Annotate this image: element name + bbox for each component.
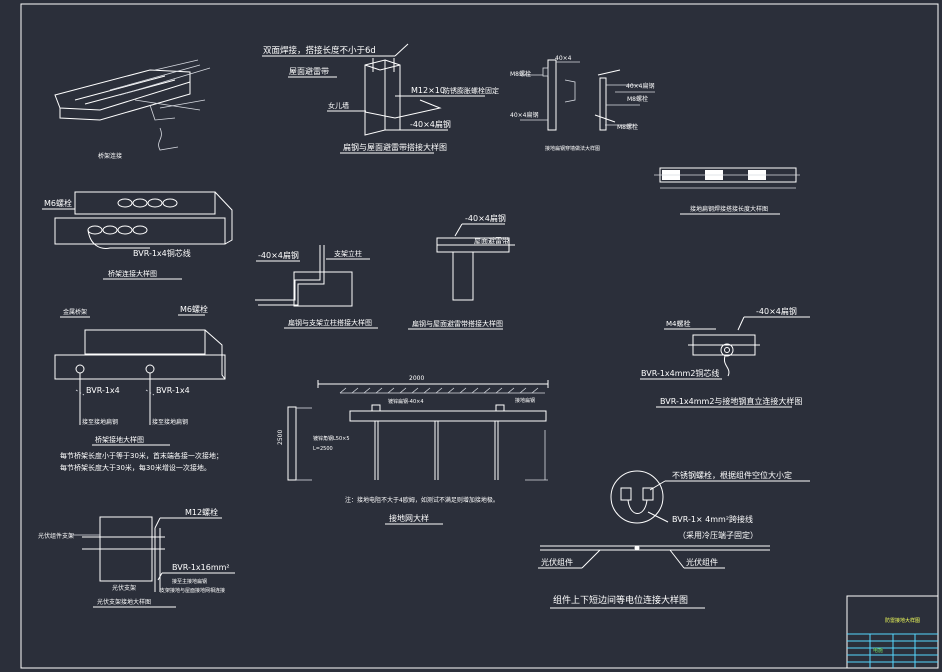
- femaleWall-label: 女儿墙: [328, 101, 349, 110]
- title-support-ground-label: 光伏支架接地大样图: [97, 598, 151, 606]
- detail-flat-support: -40×4扁钢 支架立柱 扁钢与支架立柱搭接大样图: [255, 245, 378, 329]
- title-flat-lightning-label: 扁钢与屋面避雷带搭接大样图: [343, 142, 447, 152]
- annotation-label: 光伏组件支架: [38, 532, 74, 540]
- title-flat-support-label: 扁钢与支架立柱搭接大样图: [288, 318, 372, 327]
- pv-module-r-label: 光伏组件: [686, 557, 718, 567]
- title-bridge-label: 桥架连接大样图: [108, 269, 157, 278]
- m12x10-label: M12×10: [411, 86, 445, 95]
- bvr-1x4-a-label: BVR-1x4铜芯线: [133, 248, 191, 258]
- stainless-bolt-label: 不锈钢螺栓，根据组件空位大小定: [672, 470, 792, 480]
- detail-equipotential: 不锈钢螺栓，根据组件空位大小定 BVR-1× 4mm²跨接线 （采用冷压端子固定…: [538, 470, 810, 609]
- annotation-label: 40×4扁钢: [626, 82, 654, 90]
- bvr-1x4-b-label: BVR-1x4: [86, 386, 120, 395]
- annotation-label: 镀锌扁钢-40×4: [388, 398, 424, 405]
- bvr-1x16-label: BVR-1x16mm²: [172, 563, 230, 572]
- bvr-1x4-c-label: BVR-1x4: [156, 386, 190, 395]
- flat-40x4-b-label: -40×4扁钢: [258, 250, 299, 260]
- annotation-label: L=2500: [313, 446, 333, 452]
- detail-bvr-grounding: M4螺栓 -40×4扁钢 BVR-1x4mm2铜芯线 BVR-1x4mm2与接地…: [640, 306, 810, 408]
- title-block-code-label: 电施: [873, 647, 883, 654]
- bolt-row-bottom: [87, 225, 148, 235]
- bolt-row-top: [117, 198, 178, 208]
- annotation-label: 接地扁钢: [515, 397, 535, 404]
- annotation-label: 支架接地与屋面接地网相连接: [160, 587, 225, 594]
- annotation-label: M8螺栓: [617, 123, 638, 131]
- support-frame-label: 光伏支架: [112, 584, 136, 592]
- title-block: 防雷接地大样图 电施: [846, 595, 939, 669]
- detail-bridge-connection: M6螺栓 BVR-1x4铜芯线 桥架连接大样图: [42, 191, 233, 280]
- detail-flat-roof: -40×4扁钢 屋面避雷带 扁钢与屋面避雷带搭接大样图: [408, 213, 515, 330]
- bvr-4mm-a-label: BVR-1x4mm2铜芯线: [641, 368, 719, 378]
- ground-note-label: 注：接地电阻不大于4欧姆，如测试不满足则增加接地极。: [345, 496, 499, 504]
- ground-width-label: 2000: [409, 375, 424, 382]
- metal-bridge-label: 金属桥架: [63, 308, 87, 316]
- detail-flat-lightning: 双面焊接，搭接长度不小于6d 屋面避雷带 M12×10 防锈膨胀螺栓固定 女儿墙…: [262, 43, 499, 154]
- annotation-label: 接至主接地扁钢: [172, 578, 207, 585]
- pv-module-l-label: 光伏组件: [541, 557, 573, 567]
- bvr-4mm-b-label: BVR-1× 4mm²跨接线: [672, 514, 753, 524]
- annotation-label: 桥架连接: [98, 152, 122, 160]
- annotation-label: M8螺栓: [627, 95, 648, 103]
- detail-through-wall: M8螺栓 40×4 40×4扁钢 M8螺栓 40×4扁钢 M8螺栓 接地扁钢穿墙…: [510, 55, 655, 152]
- m6-a-label: M6螺栓: [44, 198, 72, 208]
- bvr-4mm-title-label: BVR-1x4mm2与接地钢直立连接大样图: [660, 396, 802, 406]
- m6-b-label: M6螺栓: [180, 304, 208, 314]
- roof-lightning-label: 屋面避雷带: [474, 236, 509, 245]
- bridge-note-2-label: 每节桥架长度大于30米，每30米增设一次接地。: [60, 463, 211, 472]
- detail-bridge-ground: 金属桥架 M6螺栓 BVR-1x4 BVR-1x4 接至接地扁钢 接至接地扁钢 …: [54, 304, 226, 472]
- flat-40x4-d-label: -40×4扁钢: [756, 306, 797, 316]
- detail-ground-net: 2000 2500 镀锌扁钢-40×4 接地扁钢 镀锌角钢L50×5 L=250…: [277, 375, 549, 525]
- hot-galv-label: 屋面避雷带: [289, 66, 329, 76]
- bridge-note-1-label: 每节桥架长度小于等于30米，首末端各接一次接地；: [60, 451, 223, 460]
- title-bridge-ground-label: 桥架接地大样图: [95, 435, 144, 444]
- m12-b-label: M12螺栓: [185, 507, 218, 517]
- title-flat-roof-label: 扁钢与屋面避雷带搭接大样图: [412, 319, 503, 328]
- flat-detail-title-label: 接地扁钢穿墙做法大样图: [545, 145, 600, 152]
- top-note-label: 双面焊接，搭接长度不小于6d: [263, 45, 376, 56]
- support-col-label: 支架立柱: [334, 249, 362, 258]
- m4-bolt-label: M4螺栓: [666, 319, 691, 328]
- title-ground-net-label: 接地网大样: [389, 513, 429, 523]
- flat-40x4-c-label: -40×4扁钢: [465, 213, 506, 223]
- title-equipotential-label: 组件上下短边间等电位连接大样图: [553, 594, 688, 606]
- sheet-border: [20, 3, 939, 669]
- annotation-label: 40×4: [555, 55, 572, 62]
- annotation-label: 2500: [277, 430, 284, 445]
- crimp-note-label: （采用冷压端子固定）: [678, 530, 758, 540]
- detail-bridge-joint: 桥架连接: [54, 59, 211, 160]
- annotation-label: 镀锌角钢L50×5: [313, 435, 350, 442]
- ground-note-l-label: 接至接地扁钢: [82, 418, 118, 426]
- bolt-fix-label: 防锈膨胀螺栓固定: [443, 86, 499, 95]
- annotation-label: M8螺栓: [510, 70, 531, 78]
- annotation-label: 接地扁钢焊接搭接长度大样图: [690, 205, 768, 213]
- flat-40x4-a-label: -40×4扁钢: [410, 119, 451, 129]
- annotation-label: 40×4扁钢: [510, 111, 538, 119]
- title-block-name-label: 防雷接地大样图: [885, 617, 920, 624]
- detail-strip: 接地扁钢焊接搭接长度大样图: [654, 167, 800, 215]
- ground-note-r-label: 接至接地扁钢: [152, 418, 188, 426]
- detail-support-ground: M12螺栓 光伏组件支架 BVR-1x16mm² 接至主接地扁钢 支架接地与屋面…: [38, 507, 235, 608]
